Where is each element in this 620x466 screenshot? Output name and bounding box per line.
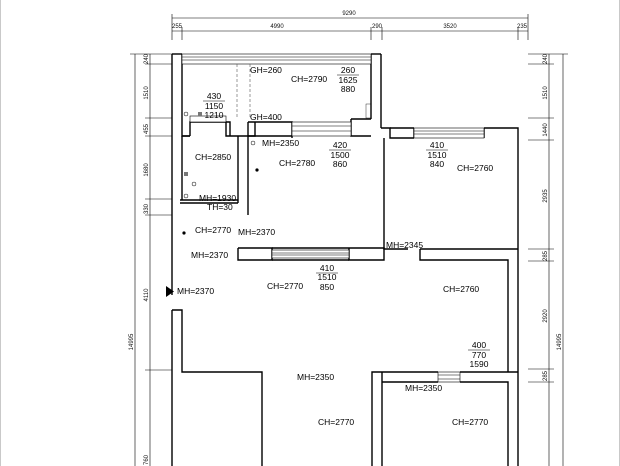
right-dimension-2: 1510 xyxy=(543,86,549,100)
right-total-dimension: 14995 xyxy=(557,333,563,350)
window-labels: 260 1625 880 430 1150 1210 420 1500 860 … xyxy=(203,65,490,369)
top-dimensions: 9290 255 4990 290 3520 235 xyxy=(171,11,529,40)
left-total-dimension: 14995 xyxy=(129,333,135,350)
label-ch-2760-right: CH=2760 xyxy=(457,163,493,173)
left-edge-strip xyxy=(0,0,1,466)
window-label-4-line-3: 840 xyxy=(430,159,444,169)
outlet-dot-2 xyxy=(191,181,197,187)
window-label-3: 420 1500 860 xyxy=(329,140,351,169)
top-dimension-5: 235 xyxy=(517,24,528,30)
label-ch-2770-bottom-right: CH=2770 xyxy=(452,417,488,427)
window-label-6-line-1: 400 xyxy=(472,340,486,350)
right-dimensions: 14995 240 1510 1440 2935 285 2920 285 xyxy=(528,53,568,466)
pipe-dot xyxy=(255,168,259,172)
label-ch-2850: CH=2850 xyxy=(195,152,231,162)
dashed-guides xyxy=(236,64,251,118)
left-dimension-7: 760 xyxy=(144,454,150,465)
window-label-2-line-3: 1210 xyxy=(205,110,224,120)
right-dimension-5: 285 xyxy=(543,250,549,261)
top-dimension-3: 290 xyxy=(372,24,383,30)
label-ch-2760-bedroom: CH=2760 xyxy=(443,284,479,294)
window-balcony-inner xyxy=(291,121,352,137)
window-right-room xyxy=(413,127,485,139)
label-mh-2350-bedroom: MH=2350 xyxy=(405,383,442,393)
outlet-dot-3 xyxy=(183,193,189,199)
left-dimension-3: 455 xyxy=(144,123,150,134)
window-label-2-line-1: 430 xyxy=(207,91,221,101)
right-dimension-4: 2935 xyxy=(543,189,549,203)
label-th-30: TH=30 xyxy=(207,202,233,212)
left-dimension-5: 330 xyxy=(144,203,150,214)
right-dimension-3: 1440 xyxy=(543,123,549,137)
window-bathroom xyxy=(189,115,227,123)
window-openings xyxy=(181,53,485,383)
height-labels: GH=260 CH=2790 GH=400 MH=2350 CH=2850 CH… xyxy=(177,65,493,427)
top-dimension-2: 4990 xyxy=(270,24,284,30)
window-label-5-line-2: 1510 xyxy=(318,272,337,282)
window-label-6-line-3: 1590 xyxy=(470,359,489,369)
window-label-5-line-1: 410 xyxy=(320,263,334,273)
window-label-6: 400 770 1590 xyxy=(468,340,490,369)
fixtures xyxy=(166,103,372,297)
switch-box-icon xyxy=(198,112,202,116)
label-mh-2350-bottom: MH=2350 xyxy=(297,372,334,382)
right-dimension-6: 2920 xyxy=(543,309,549,323)
top-dimension-4: 3520 xyxy=(443,24,457,30)
label-ch-2780: CH=2780 xyxy=(279,158,315,168)
walls xyxy=(171,53,519,466)
pipe-dot-2 xyxy=(182,231,186,235)
window-label-5: 410 1510 850 xyxy=(316,263,338,292)
window-label-1-line-1: 260 xyxy=(341,65,355,75)
window-label-3-line-2: 1500 xyxy=(331,150,350,160)
top-dimension-1: 255 xyxy=(172,24,183,30)
top-total-dimension: 9290 xyxy=(342,11,356,17)
window-label-1-line-2: 1625 xyxy=(339,75,358,85)
window-label-4-line-2: 1510 xyxy=(428,150,447,160)
label-gh-400: GH=400 xyxy=(250,112,282,122)
left-dimension-4: 1680 xyxy=(144,163,150,177)
label-mh-2345: MH=2345 xyxy=(386,240,423,250)
window-label-1-line-3: 880 xyxy=(341,84,355,94)
window-bottom-right xyxy=(437,371,461,383)
window-label-4: 410 1510 840 xyxy=(426,140,448,169)
window-label-5-line-3: 850 xyxy=(320,282,334,292)
switch-box-icon-2 xyxy=(184,172,188,176)
left-dimension-6: 4110 xyxy=(144,288,150,302)
riser-marker xyxy=(365,103,372,119)
label-mh-2350-top: MH=2350 xyxy=(262,138,299,148)
window-label-2-line-2: 1150 xyxy=(205,101,224,111)
label-mh-2370-left: MH=2370 xyxy=(191,250,228,260)
label-ch-2770-bottom-left: CH=2770 xyxy=(318,417,354,427)
label-ch-2790: CH=2790 xyxy=(291,74,327,84)
left-dimensions: 14995 240 1510 455 1680 330 4110 760 xyxy=(129,53,172,466)
label-gh-260: GH=260 xyxy=(250,65,282,75)
left-dimension-1: 240 xyxy=(144,53,150,64)
outlet-dot-4 xyxy=(250,140,256,146)
window-middle xyxy=(271,249,350,259)
window-label-3-line-3: 860 xyxy=(333,159,347,169)
window-label-3-line-1: 420 xyxy=(333,140,347,150)
right-dimension-7: 285 xyxy=(543,370,549,381)
right-dimension-1: 240 xyxy=(543,53,549,64)
window-label-4-line-1: 410 xyxy=(430,140,444,150)
entry-arrow-icon xyxy=(166,286,174,297)
window-label-6-line-2: 770 xyxy=(472,350,486,360)
outlet-dot xyxy=(183,111,189,117)
window-label-1: 260 1625 880 xyxy=(337,65,359,94)
label-mh-2370-center: MH=2370 xyxy=(238,227,275,237)
label-mh-2370-entry: MH=2370 xyxy=(177,286,214,296)
window-label-2: 430 1150 1210 xyxy=(203,91,225,120)
label-ch-2770-left: CH=2770 xyxy=(195,225,231,235)
label-mh-1930: MH=1930 xyxy=(199,193,236,203)
window-top xyxy=(181,53,372,65)
left-dimension-2: 1510 xyxy=(144,86,150,100)
label-ch-2770-living: CH=2770 xyxy=(267,281,303,291)
